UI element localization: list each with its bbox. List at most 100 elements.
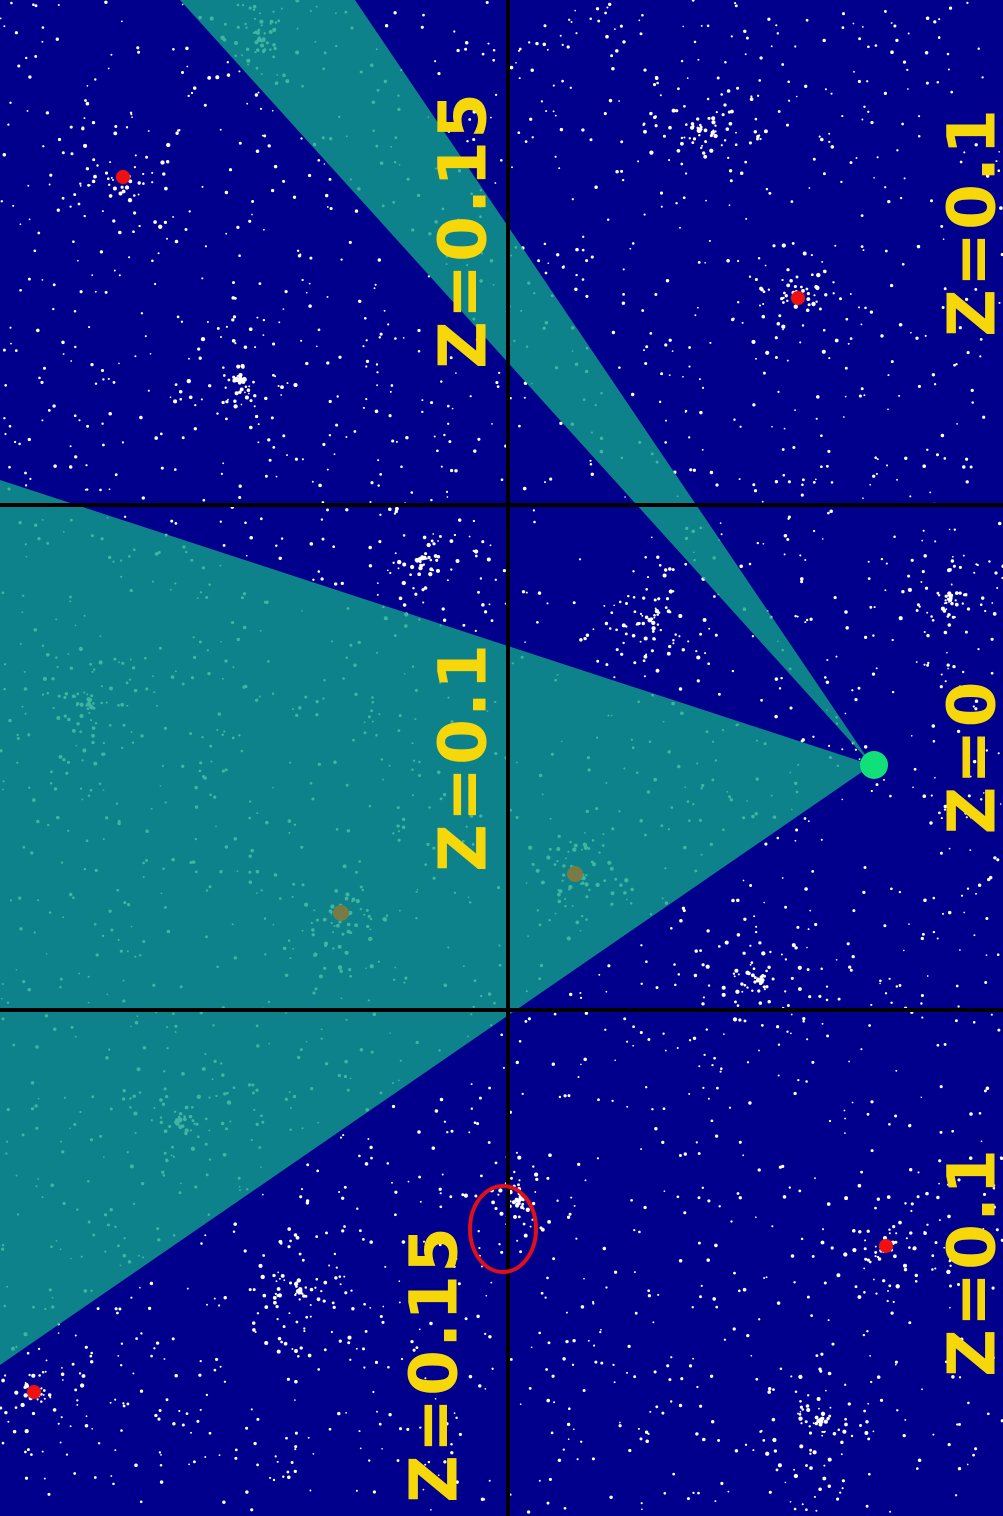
- particle: [250, 1408, 253, 1411]
- particle: [721, 113, 725, 117]
- particle: [926, 1223, 929, 1226]
- particle: [626, 1105, 629, 1108]
- particle: [696, 128, 701, 133]
- particle: [908, 1123, 912, 1127]
- particle: [994, 571, 998, 575]
- particle: [78, 1372, 82, 1375]
- particle: [234, 376, 239, 382]
- particle: [951, 555, 954, 558]
- particle: [558, 167, 561, 170]
- particle: [74, 345, 77, 349]
- particle: [758, 1001, 763, 1005]
- particle: [342, 1134, 345, 1137]
- particle: [99, 250, 104, 254]
- particle: [272, 1273, 276, 1278]
- particle: [806, 1407, 811, 1413]
- particle: [710, 1119, 714, 1123]
- particle: [796, 615, 799, 618]
- particle: [12, 1429, 17, 1434]
- particle: [8, 424, 12, 428]
- particle: [709, 148, 714, 153]
- particle: [827, 1319, 830, 1322]
- particle: [754, 1216, 757, 1219]
- particle: [277, 384, 280, 388]
- particle: [969, 775, 972, 778]
- particle: [940, 673, 943, 676]
- particle: [827, 1484, 831, 1488]
- particle: [813, 1495, 816, 1498]
- particle: [645, 1086, 648, 1089]
- particle: [653, 638, 656, 641]
- particle: [873, 606, 876, 609]
- particle: [738, 1289, 741, 1293]
- particle: [916, 244, 921, 249]
- particle: [262, 1293, 267, 1298]
- particle: [644, 361, 648, 366]
- particle: [582, 1389, 586, 1392]
- particle: [891, 638, 894, 642]
- particle: [24, 56, 28, 60]
- particle: [814, 922, 818, 927]
- particle: [707, 984, 711, 987]
- particle: [867, 1402, 870, 1405]
- particle: [328, 1427, 332, 1431]
- particle: [799, 554, 802, 557]
- particle: [14, 1390, 19, 1395]
- particle: [323, 163, 326, 165]
- particle: [706, 1258, 710, 1262]
- particle: [38, 1374, 41, 1377]
- particle: [825, 998, 829, 1002]
- particle: [921, 539, 924, 542]
- particle: [668, 589, 673, 594]
- particle: [231, 296, 235, 300]
- particle: [570, 1196, 573, 1199]
- particle: [944, 599, 947, 602]
- particle: [806, 1295, 810, 1299]
- particle: [972, 1453, 975, 1457]
- particle: [776, 322, 781, 326]
- particle: [43, 1477, 46, 1480]
- particle: [42, 1393, 45, 1396]
- cluster-marker-in-cone: [333, 905, 349, 921]
- particle: [174, 1373, 178, 1378]
- particle: [862, 890, 866, 895]
- particle: [843, 1109, 846, 1112]
- particle: [790, 1375, 793, 1378]
- particle: [79, 290, 83, 294]
- particle: [858, 306, 860, 309]
- particle: [643, 349, 645, 352]
- particle: [787, 480, 791, 484]
- particle: [786, 268, 790, 272]
- particle: [454, 469, 458, 473]
- particle: [154, 436, 158, 440]
- particle: [946, 651, 948, 654]
- particle: [132, 1372, 135, 1375]
- particle: [826, 1416, 830, 1421]
- particle: [405, 436, 409, 440]
- particle: [910, 1202, 914, 1206]
- particle: [24, 484, 28, 487]
- particle: [272, 1478, 276, 1482]
- particle: [41, 26, 45, 29]
- particle: [958, 685, 962, 689]
- particle: [102, 378, 105, 381]
- particle: [225, 325, 228, 328]
- particle: [19, 223, 22, 226]
- particle: [422, 535, 427, 540]
- particle: [898, 1220, 902, 1225]
- particle: [530, 68, 534, 72]
- particle: [921, 1016, 924, 1019]
- particle: [697, 1241, 701, 1245]
- particle: [967, 794, 971, 798]
- particle: [979, 798, 983, 801]
- particle: [814, 1421, 818, 1426]
- particle: [714, 130, 717, 133]
- particle: [979, 603, 983, 606]
- particle: [256, 1417, 260, 1421]
- particle: [824, 293, 828, 297]
- particle: [776, 1301, 781, 1305]
- particle: [674, 983, 677, 987]
- particle: [455, 372, 457, 374]
- particle: [420, 25, 424, 29]
